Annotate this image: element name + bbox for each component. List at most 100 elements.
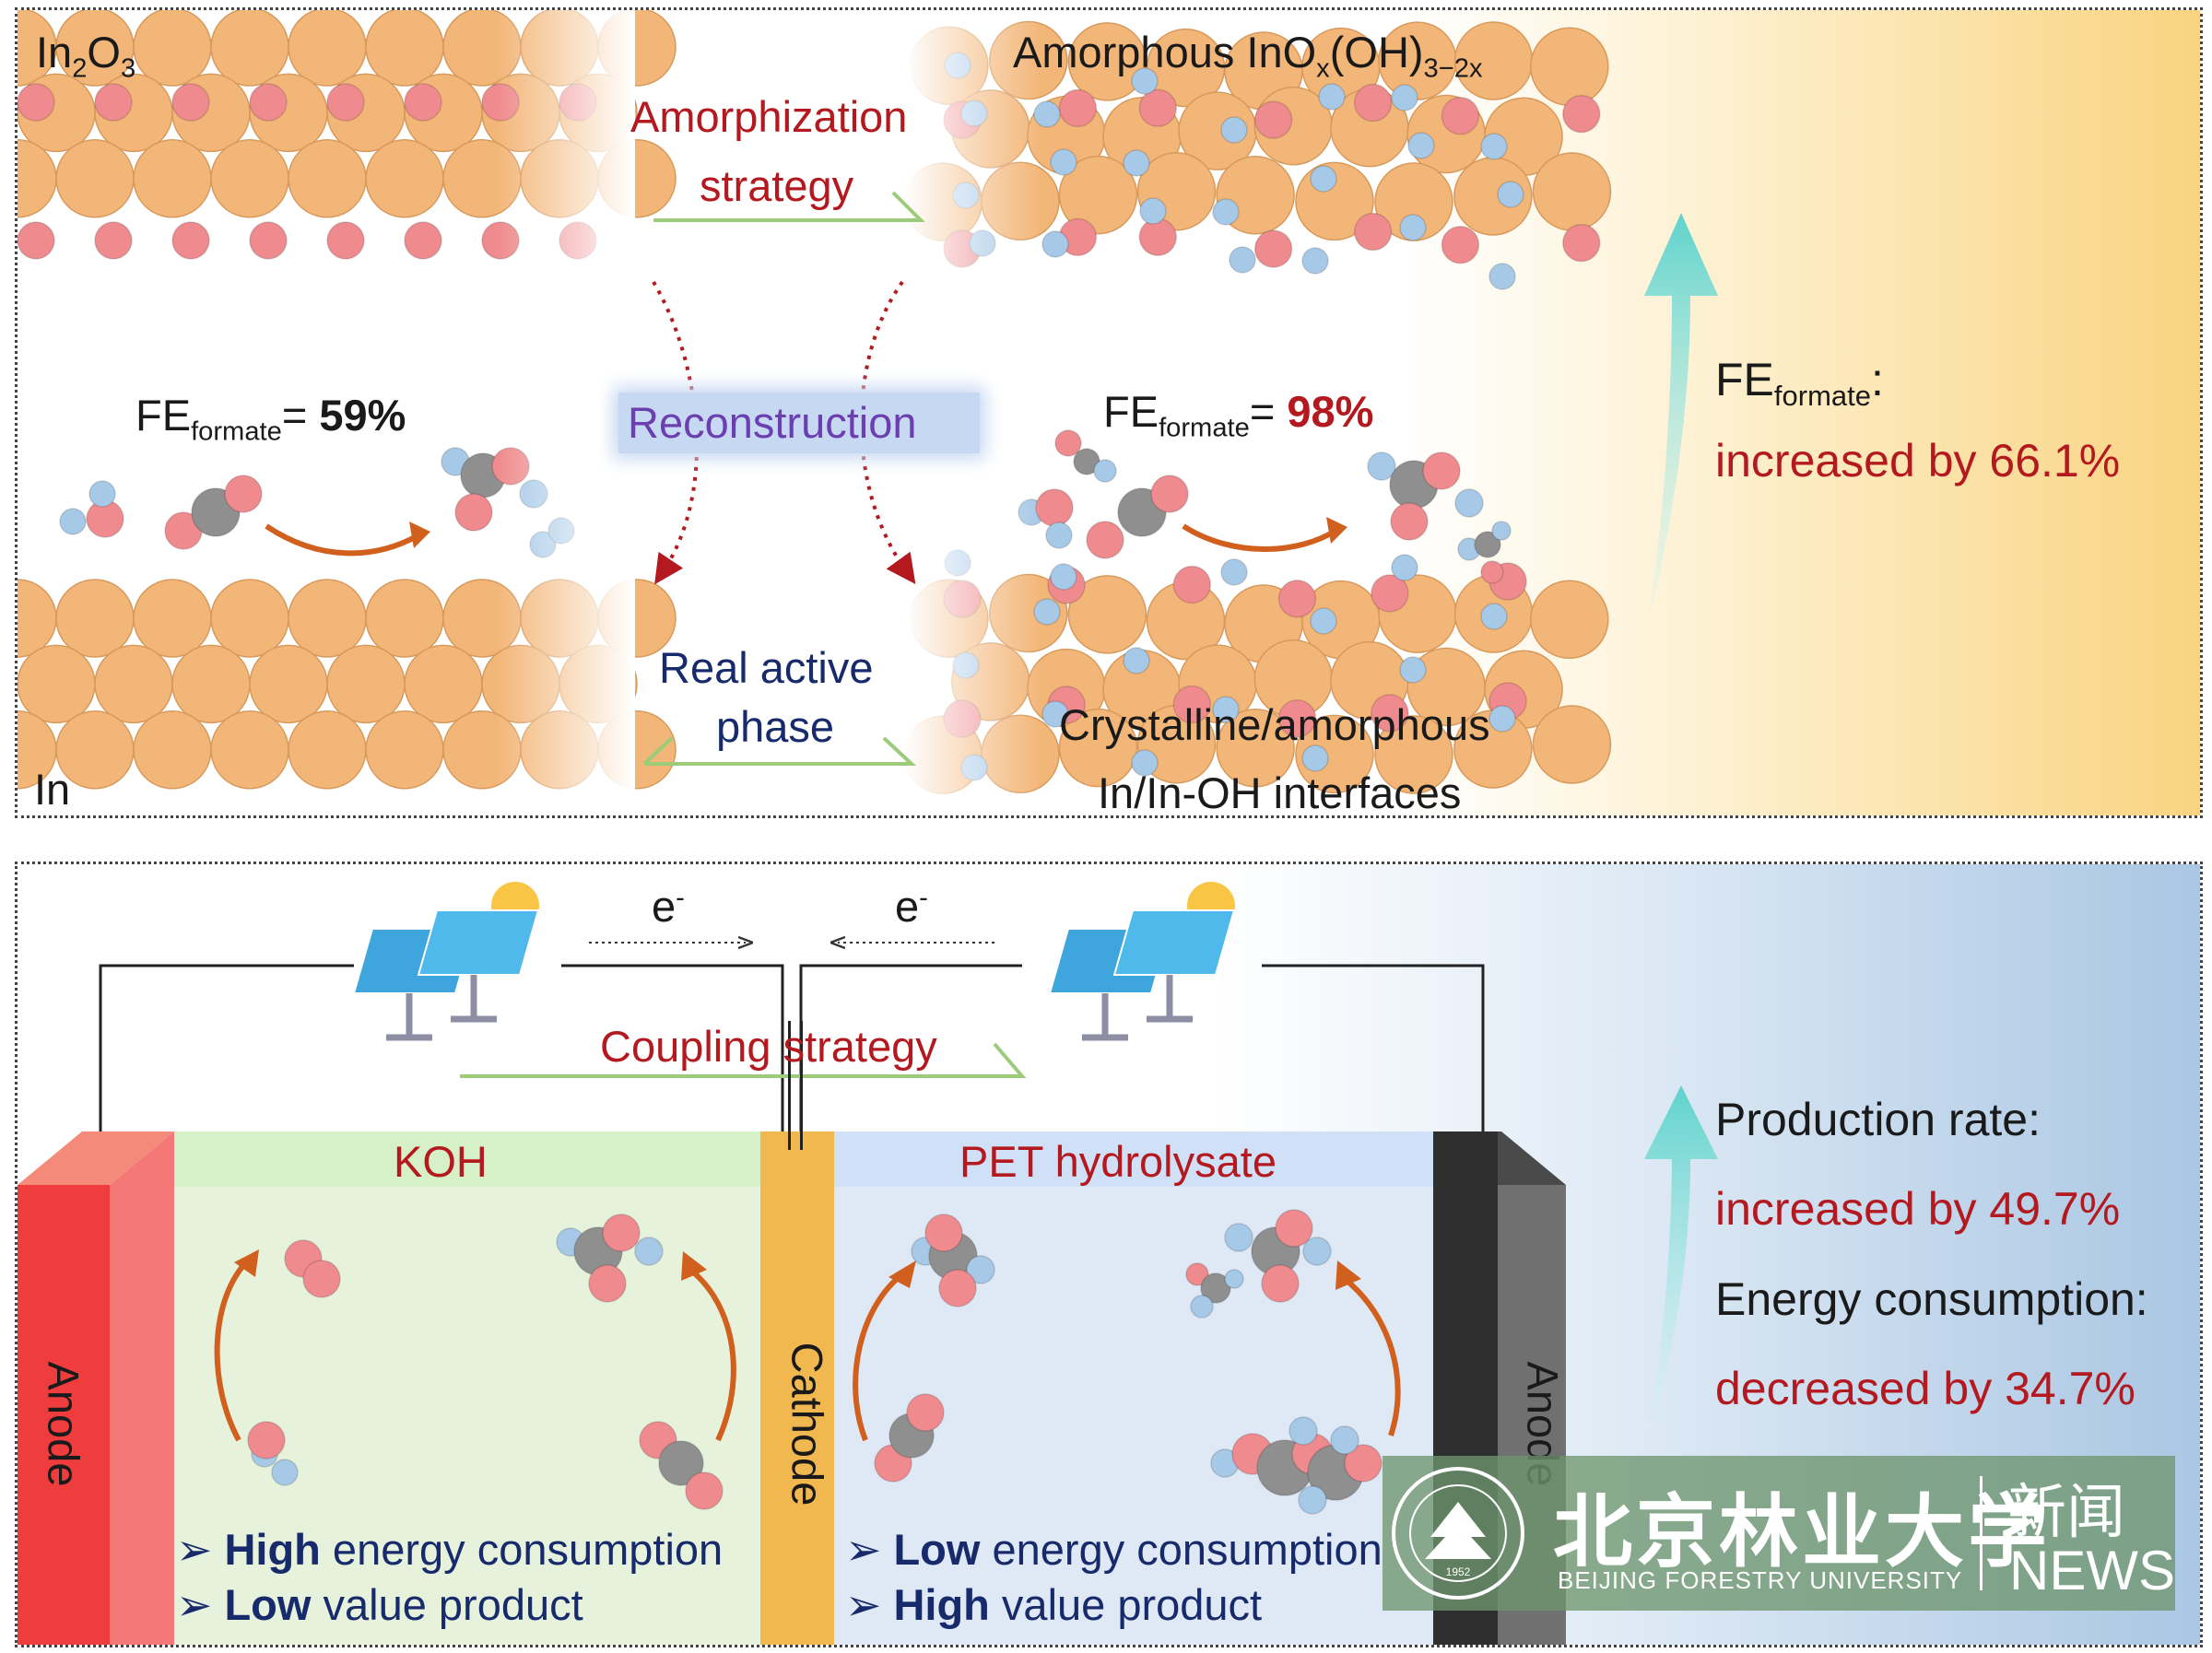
hydrogen-atom xyxy=(88,480,116,508)
hydrogen-atom xyxy=(1224,1269,1244,1289)
wire-mid-left xyxy=(561,964,784,1141)
oxygen-atom xyxy=(1150,475,1189,513)
wire-right xyxy=(1262,964,1485,1141)
oxygen-atom xyxy=(224,475,263,513)
solar-panel-icon xyxy=(1112,909,1236,976)
indium-atom xyxy=(1374,715,1453,794)
oxygen-atom xyxy=(1185,1262,1209,1286)
hydrogen-atom xyxy=(271,1459,299,1486)
koh-arrow-right xyxy=(688,1267,736,1442)
pet-header xyxy=(834,1131,1433,1187)
hydrogen-atom xyxy=(59,508,87,535)
amorphous-mid: (OH) xyxy=(1329,28,1424,76)
oxygen-atom xyxy=(1275,1209,1313,1248)
indium-atom xyxy=(1067,575,1147,654)
production-label: Production rate: xyxy=(1715,1094,2041,1145)
interfaces-line2: In/In-OH interfaces xyxy=(1098,768,1462,817)
oxygen-atom xyxy=(94,83,133,122)
hydrogen-atom xyxy=(1310,165,1337,193)
oxygen-atom xyxy=(1086,521,1124,559)
hydrogen-atom xyxy=(1497,181,1524,208)
in2o3-main: In xyxy=(36,28,73,76)
indium-atom xyxy=(1216,709,1295,788)
hydrogen-atom xyxy=(1288,1416,1318,1446)
production-change: increased by 49.7% xyxy=(1715,1183,2121,1235)
hydrogen-atom xyxy=(1190,1295,1214,1319)
hydrogen-atom xyxy=(1050,148,1077,176)
increase-arrow-top xyxy=(1644,213,1718,618)
fe-left-sub: formate xyxy=(191,416,282,447)
koh-arrow-left xyxy=(214,1258,251,1442)
oxygen-atom xyxy=(906,1393,945,1432)
solar-panel-right xyxy=(1048,882,1236,1041)
indium-atom xyxy=(1530,580,1609,659)
carbon-atom xyxy=(1474,531,1501,558)
indium-atom xyxy=(133,579,212,658)
molecules-bottom xyxy=(247,1209,1382,1515)
in2o3-mid: O xyxy=(87,28,121,76)
oxygen-atom xyxy=(1353,212,1393,252)
hydrogen-atom xyxy=(1488,705,1516,733)
solar-panel-left xyxy=(352,882,540,1041)
oxygen-atom xyxy=(1261,1264,1300,1303)
oxygen-atom xyxy=(1371,574,1409,613)
solar-stand xyxy=(1147,975,1193,1023)
cathode-contact xyxy=(788,1021,803,1150)
oxygen-atom xyxy=(1562,223,1601,263)
hydrogen-atom xyxy=(966,1255,995,1284)
hydrogen-atom xyxy=(1399,656,1427,684)
increase-arrow-bottom xyxy=(1644,1085,1718,1436)
indium-atom xyxy=(288,10,367,87)
oxygen-atom xyxy=(1441,96,1480,135)
fe-right: FEformate= 98% xyxy=(1103,386,1373,443)
electron-right-e: e xyxy=(895,882,920,931)
oxygen-atom xyxy=(938,1269,977,1307)
indium-atom xyxy=(94,644,173,724)
indium-atom xyxy=(1374,162,1453,241)
amorphization-line1: Amorphization xyxy=(630,92,908,141)
real-active-line1: Real active xyxy=(659,643,874,692)
indium-atom xyxy=(365,579,444,658)
hydrogen-atom xyxy=(1407,132,1435,159)
hydrogen-atom xyxy=(1330,1425,1359,1455)
reconstruction-box xyxy=(618,393,980,453)
in2o3-sub2: 3 xyxy=(120,53,136,84)
hydrogen-atom xyxy=(1123,149,1150,177)
indium-atom xyxy=(1295,714,1374,794)
oxygen-atom xyxy=(249,221,288,260)
watermark-divider xyxy=(1980,1476,1983,1590)
fe-summary: FEformate: xyxy=(1715,353,1884,413)
fe-right-sub: formate xyxy=(1159,413,1250,443)
indium-atom xyxy=(1058,708,1138,788)
fe-right-value: 98% xyxy=(1287,387,1374,436)
hydrogen-atom xyxy=(1491,521,1512,541)
oxygen-atom xyxy=(326,221,365,260)
indium-atom xyxy=(210,710,289,790)
oxygen-atom xyxy=(249,83,288,122)
pet-chamber xyxy=(834,1131,1433,1645)
carbon-atom xyxy=(658,1440,704,1486)
indium-atom xyxy=(133,139,212,218)
real-active-underline xyxy=(642,736,917,766)
reaction-arrow-right xyxy=(1182,523,1337,552)
watermark-english: BEIJING FORESTRY UNIVERSITY xyxy=(1558,1566,1963,1594)
oxygen-atom xyxy=(1480,560,1504,584)
reconstruction-arrow-left xyxy=(652,280,699,585)
indium-atom xyxy=(288,579,367,658)
left-fade xyxy=(497,10,635,815)
reconstruction-label: Reconstruction xyxy=(628,398,917,447)
left-bullet-2-arrow: ➢ xyxy=(176,1580,213,1629)
watermark-news-en: NEWS xyxy=(2009,1540,2175,1601)
hydrogen-atom xyxy=(1301,744,1329,772)
hydrogen-atom xyxy=(1454,488,1484,518)
hydrogen-atom xyxy=(1131,749,1159,777)
anode-left-front xyxy=(18,1185,110,1645)
hydrogen-atom xyxy=(634,1237,664,1266)
solar-stand xyxy=(451,975,497,1023)
indium-atom xyxy=(1532,152,1612,231)
koh-arrow-left-head xyxy=(234,1249,259,1277)
wire-left xyxy=(99,964,354,1141)
hydrogen-atom xyxy=(1391,84,1418,111)
indium-atom xyxy=(210,139,289,218)
left-bullet-2-rest: value product xyxy=(311,1580,583,1629)
